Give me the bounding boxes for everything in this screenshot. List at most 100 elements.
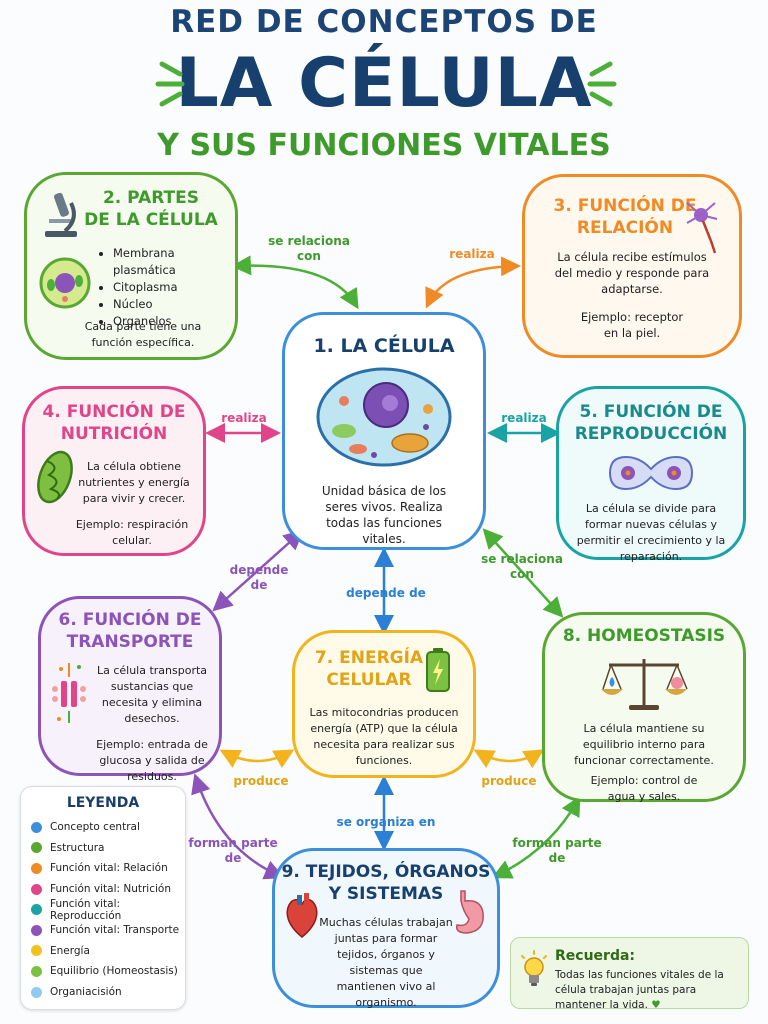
link-label-depende-1: depende de — [229, 563, 289, 592]
node-homeostasis-example: Ejemplo: control de agua y sales. — [590, 774, 698, 803]
legend-dot — [31, 965, 42, 977]
node-funcion-transporte: 6. FUNCIÓN DE TRANSPORTE La célula trans… — [38, 596, 222, 783]
node-homeostasis-title: 8. HOMEOSTASIS — [562, 626, 726, 646]
arrow-partes-celula — [231, 255, 359, 310]
legend-item: Concepto central — [21, 817, 185, 838]
node-tejidos-title-1: 9. TEJIDOS, ÓRGANOS — [281, 862, 491, 882]
battery-icon — [426, 648, 450, 692]
node-nutricion-title-2: NUTRICIÓN — [60, 424, 168, 444]
node-relacion-example: Ejemplo: receptor en la piel. — [580, 310, 684, 340]
node-nutricion-title-1: 4. FUNCIÓN DE — [42, 402, 186, 422]
legend-item-label: Concepto central — [50, 821, 140, 834]
title-main: LA CÉLULA — [175, 44, 593, 123]
node-homeostasis: 8. HOMEOSTASIS La célula mantiene su equ… — [542, 612, 746, 803]
node-reproduccion-text: La célula se divide para formar nuevas c… — [576, 502, 726, 563]
node-reproduccion-title-2: REPRODUCCIÓN — [574, 424, 728, 444]
legend-item-label: Energía — [50, 944, 90, 957]
node-transporte-text: La célula transporta sustancias que nece… — [96, 664, 208, 725]
node-la-celula: 1. LA CÉLULA Unidad básica de los seres … — [282, 312, 486, 550]
stomach-icon — [455, 890, 484, 934]
microscope-icon — [45, 192, 77, 237]
legend-item: Equilibrio (Homeostasis) — [21, 961, 185, 982]
recuerda-text: Todas las funciones vitales de la célula… — [555, 968, 741, 1013]
node-transporte-title-1: 6. FUNCIÓN DE — [58, 610, 202, 630]
node-homeostasis-text: La célula mantiene su equilibrio interno… — [574, 722, 714, 767]
mitochondria-icon — [37, 450, 73, 504]
node-energia-title-1: 7. ENERGÍA — [314, 648, 424, 668]
arrow-celula-relacion — [425, 256, 521, 309]
list-item: Organelos — [113, 313, 235, 330]
legend-item: Función vital: Nutrición — [21, 879, 185, 900]
node-energia-title-2: CELULAR — [326, 670, 412, 690]
balance-scale-icon — [601, 659, 688, 710]
link-label-depende-2: depende de — [346, 586, 426, 600]
node-partes-list: Membrana plasmática Citoplasma Núcleo Or… — [99, 245, 235, 330]
list-item: Núcleo — [113, 296, 235, 313]
list-item: Membrana plasmática — [113, 245, 235, 279]
recuerda-note: Recuerda: Todas las funciones vitales de… — [510, 937, 749, 1011]
legend-dot — [31, 821, 42, 833]
link-label-produce-1: produce — [233, 774, 289, 788]
legend-dot — [31, 862, 42, 874]
legend-item: Organiacisión — [21, 982, 185, 1003]
heart-icon — [286, 893, 318, 938]
legend-dot — [31, 883, 42, 895]
arrow-energia-homeostasis — [473, 749, 545, 769]
plant-cell-icon — [39, 257, 91, 309]
link-label-forman-1: forman parte de — [188, 836, 278, 865]
legend-item: Función vital: Transporte — [21, 920, 185, 941]
node-la-celula-text: Unidad básica de los seres vivos. Realiz… — [321, 484, 447, 546]
title-sparkle-right-icon — [587, 61, 617, 107]
green-heart-icon: ♥ — [651, 999, 661, 1011]
legend-item: Estructura — [21, 838, 185, 859]
arrow-homeostasis-tejidos — [491, 795, 581, 879]
lightbulb-icon — [521, 950, 547, 986]
recuerda-text-body: Todas las funciones vitales de la célula… — [555, 969, 724, 1011]
title-line-1: RED DE CONCEPTOS DE — [170, 4, 598, 40]
arrow-energia-transporte — [219, 749, 295, 769]
legend-item-label: Función vital: Nutrición — [50, 883, 171, 896]
arrow-transporte-tejidos — [191, 773, 285, 880]
link-label-forman-2: forman parte de — [512, 836, 602, 865]
link-label-se-relaciona-2: se relaciona con — [481, 552, 563, 581]
arrow-celula-transporte — [212, 529, 304, 612]
node-energia-celular: 7. ENERGÍA CELULAR Las mitocondrias prod… — [292, 630, 476, 778]
node-tejidos-text: Muchas células trabajan juntas para form… — [319, 916, 453, 1009]
animal-cell-icon — [316, 367, 452, 467]
legend: LEYENDA Concepto central Estructura Func… — [20, 786, 186, 1010]
legend-item-label: Función vital: Reproducción — [50, 897, 122, 922]
node-nutricion-text: La célula obtiene nutrientes y energía p… — [78, 460, 190, 505]
legend-item: Función vital: Reproducción — [21, 897, 185, 922]
link-label-realiza-1: realiza — [449, 247, 495, 261]
legend-item-label: Función vital: Transporte — [50, 924, 180, 937]
node-funcion-relacion: 3. FUNCIÓN DE RELACIÓN La célula recibe … — [522, 174, 742, 358]
legend-item-label: Estructura — [50, 841, 105, 854]
list-item: Citoplasma — [113, 279, 235, 296]
legend-item-label: Función vital: Relación — [50, 862, 168, 875]
legend-dot — [31, 842, 42, 854]
node-nutricion-example: Ejemplo: respiración celular. — [75, 518, 189, 547]
title-subtitle: Y SUS FUNCIONES VITALES — [157, 128, 611, 163]
membrane-channel-icon — [52, 663, 86, 723]
legend-item: Función vital: Relación — [21, 858, 185, 879]
cell-division-icon — [608, 455, 694, 491]
node-funcion-nutricion: 4. FUNCIÓN DE NUTRICIÓN La célula obtien… — [22, 386, 206, 556]
node-relacion-title-2: RELACIÓN — [576, 218, 674, 238]
node-transporte-title-2: TRANSPORTE — [66, 632, 194, 652]
node-partes-note: Cada parte tiene una función específica. — [84, 320, 202, 349]
legend-item: Energía — [21, 941, 185, 962]
legend-dot — [31, 986, 42, 998]
link-label-se-relaciona-1: se relaciona con — [268, 234, 350, 263]
link-label-se-organiza: se organiza en — [336, 815, 436, 829]
node-partes-title-2: DE LA CÉLULA — [84, 210, 218, 230]
node-relacion-text: La célula recibe estímulos del medio y r… — [554, 250, 710, 296]
node-funcion-reproduccion: 5. FUNCIÓN DE REPRODUCCIÓN La célula se … — [556, 386, 746, 563]
arrow-celula-homeostasis — [482, 528, 564, 618]
legend-item-label: Equilibrio (Homeostasis) — [50, 965, 178, 978]
link-label-produce-2: produce — [481, 774, 537, 788]
legend-item-label: Organiacisión — [50, 986, 122, 999]
title-sparkle-left-icon — [155, 61, 185, 107]
node-energia-text: Las mitocondrias producen energía (ATP) … — [309, 706, 459, 767]
link-label-realiza-3: realiza — [501, 411, 547, 425]
